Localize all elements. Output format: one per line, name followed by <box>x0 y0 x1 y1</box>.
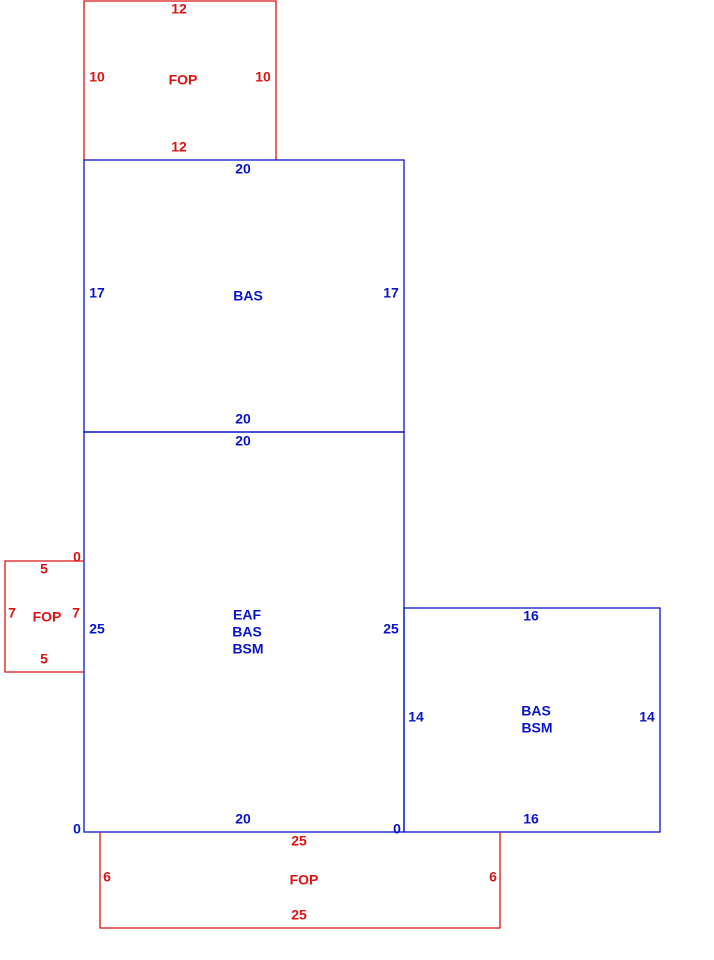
fop-left-bottom-dim: 5 <box>40 651 48 667</box>
area-fop-top: 12 10 10 FOP 12 <box>83 0 277 160</box>
fop-left-code: FOP <box>33 609 62 625</box>
bas-upper-code: BAS <box>233 288 263 304</box>
fop-left-right-dim: 7 <box>72 605 80 621</box>
fop-bottom-bottom-dim: 25 <box>291 907 307 923</box>
main-corner-label: 0 <box>73 821 81 837</box>
bas-upper-left-dim: 17 <box>89 285 105 301</box>
bas-right-right-dim: 14 <box>639 709 655 725</box>
bas-upper-bottom-dim: 20 <box>235 411 251 427</box>
main-code-eaf: EAF <box>233 607 261 623</box>
bas-right-code-bsm: BSM <box>521 720 552 736</box>
fop-bottom-top-dim: 25 <box>291 833 307 849</box>
bas-right-corner-label: 0 <box>393 821 401 837</box>
area-fop-bottom: 25 6 FOP 6 25 <box>99 832 501 929</box>
bas-right-left-dim: 14 <box>408 709 424 725</box>
area-fop-left: 0 5 7 FOP 7 5 <box>4 549 84 673</box>
main-code-bas: BAS <box>232 624 262 640</box>
fop-top-top-dim: 12 <box>171 1 187 17</box>
fop-bottom-outline <box>99 832 501 929</box>
fop-bottom-code: FOP <box>290 872 319 888</box>
bas-upper-right-dim: 17 <box>383 285 399 301</box>
fop-bottom-right-dim: 6 <box>489 869 497 885</box>
fop-left-corner-label: 0 <box>73 549 81 565</box>
main-right-dim: 25 <box>383 621 399 637</box>
bas-right-bottom-dim: 16 <box>523 811 539 827</box>
fop-left-left-dim: 7 <box>8 605 16 621</box>
fop-top-code: FOP <box>169 72 198 88</box>
area-bas-upper: 20 17 17 BAS 20 <box>83 159 405 433</box>
bas-right-code-bas: BAS <box>521 703 551 719</box>
area-bas-right: 16 14 14 BAS BSM 16 0 <box>393 607 661 837</box>
main-bottom-dim: 20 <box>235 811 251 827</box>
main-top-dim: 20 <box>235 433 251 449</box>
fop-left-outline <box>4 560 84 673</box>
bas-upper-top-dim: 20 <box>235 161 251 177</box>
area-main: 20 25 25 EAF BAS BSM 20 0 <box>73 431 405 837</box>
fop-top-right-dim: 10 <box>255 69 271 85</box>
fop-top-outline <box>83 0 277 160</box>
fop-left-top-dim: 5 <box>40 561 48 577</box>
fop-top-bottom-dim: 12 <box>171 139 187 155</box>
main-left-dim: 25 <box>89 621 105 637</box>
fop-bottom-left-dim: 6 <box>103 869 111 885</box>
fop-top-left-dim: 10 <box>89 69 105 85</box>
bas-right-top-dim: 16 <box>523 608 539 624</box>
bas-right-outline <box>403 607 661 833</box>
main-code-bsm: BSM <box>232 641 263 657</box>
